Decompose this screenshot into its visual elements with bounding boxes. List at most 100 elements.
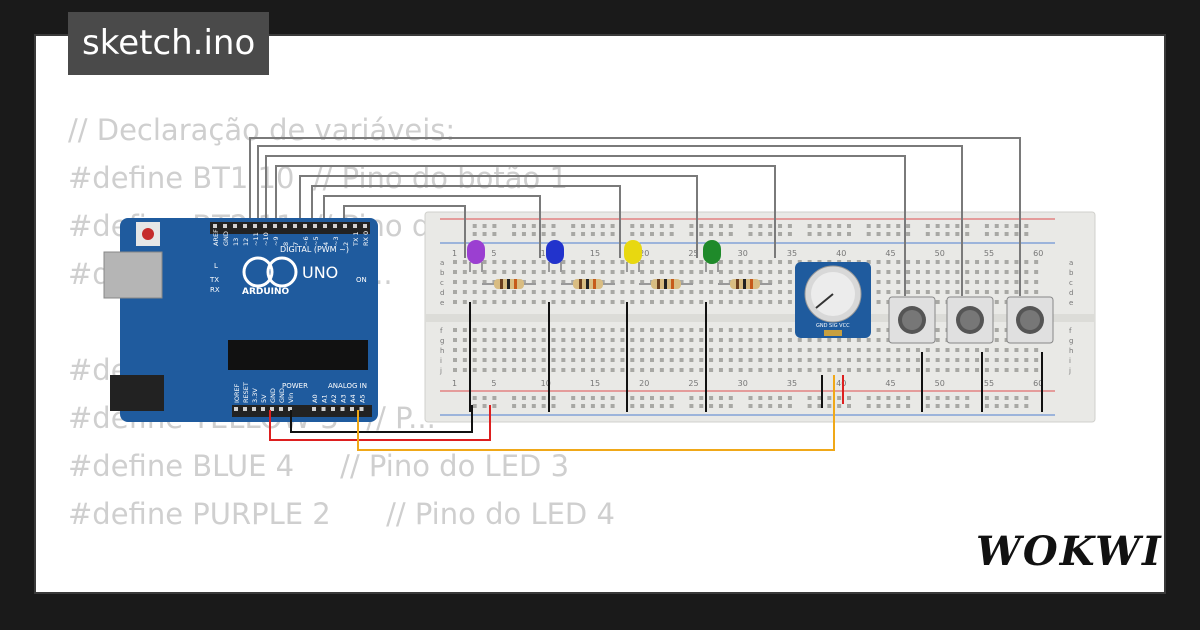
column-number: 1 [452,249,457,258]
pin-socket[interactable] [363,224,367,228]
breadboard-hole [738,260,743,264]
pin-socket[interactable] [321,407,326,411]
pin-socket[interactable] [323,224,327,228]
resistor-4[interactable] [718,279,772,289]
breadboard-hole [571,270,576,274]
led-purple[interactable] [467,240,485,272]
pin-socket[interactable] [343,224,347,228]
pin-socket[interactable] [261,407,265,411]
potentiometer[interactable]: GND SIG VCC [795,262,871,338]
pin-socket[interactable] [243,407,247,411]
breadboard-hole [640,358,645,362]
row-letter: c [440,279,444,287]
breadboard-hole [787,348,792,352]
breadboard-hole [768,328,773,332]
breadboard-hole [679,260,684,264]
breadboard-hole [659,328,664,332]
breadboard-hole [502,270,507,274]
pin-socket[interactable] [213,224,217,228]
breadboard-hole [837,368,842,372]
pin-socket[interactable] [353,224,357,228]
pin-socket[interactable] [223,224,227,228]
signal-wires[interactable] [249,137,1021,296]
pin-socket[interactable] [340,407,345,411]
breadboard-hole [768,368,773,372]
resistor-2[interactable] [561,279,615,289]
power-wires[interactable] [269,375,844,451]
rail-hole [945,396,950,400]
resistor-3[interactable] [639,279,693,289]
rail-hole [699,396,704,400]
pin-socket[interactable] [283,224,287,228]
breadboard-hole [679,328,684,332]
pushbutton-2[interactable] [946,296,994,344]
breadboard-hole [581,270,586,274]
pin-socket[interactable] [270,407,274,411]
breadboard-hole [600,300,605,304]
pin-label: 12 [242,238,250,246]
pin-socket[interactable] [234,407,238,411]
breadboard-hole [669,260,674,264]
file-title-badge[interactable]: sketch.ino [68,12,270,75]
breadboard-hole [994,300,999,304]
resistor-1[interactable] [482,279,536,289]
rail-hole [965,224,970,228]
pin-socket[interactable] [350,407,354,411]
pushbutton-3[interactable] [1006,296,1054,344]
breadboard-hole [758,260,763,264]
wokwi-logo[interactable]: WOKWI [976,528,1163,575]
breadboard-hole [1034,358,1039,362]
breadboard-hole [620,328,625,332]
column-number: 50 [935,379,945,388]
breadboard-hole [462,358,467,362]
breadboard-hole [718,280,723,284]
breadboard-hole [1024,260,1029,264]
pin-socket[interactable] [253,224,257,228]
breadboard-hole [925,260,930,264]
pin-socket[interactable] [288,407,292,411]
pin-socket[interactable] [359,407,364,411]
pin-socket[interactable] [243,224,247,228]
breadboard-hole [640,368,645,372]
column-number: 25 [688,379,698,388]
column-number: 30 [738,249,748,258]
pin-socket[interactable] [252,407,256,411]
breadboard-hole [768,300,773,304]
rail-hole [906,396,911,400]
breadboard-hole [650,270,654,274]
breadboard-hole [1034,290,1039,294]
rail-hole [650,404,654,408]
breadboard-hole [866,338,871,342]
pin-socket[interactable] [303,224,307,228]
pin-socket[interactable] [279,407,283,411]
led-green[interactable] [703,240,721,272]
pin-socket[interactable] [313,224,317,228]
breadboard-hole [640,290,645,294]
row-letter: j [1068,367,1071,375]
breadboard-hole [521,348,526,352]
rail-hole [906,404,911,408]
column-number: 50 [935,249,945,258]
pin-socket[interactable] [293,224,297,228]
pin-socket[interactable] [263,224,267,228]
breadboard-hole [1034,260,1039,264]
rail-hole [866,396,871,400]
pushbutton-1[interactable] [888,296,936,344]
pin-socket[interactable] [233,224,237,228]
pin-socket[interactable] [333,224,337,228]
reset-button[interactable] [142,228,154,240]
pin-label: Vin [287,393,295,403]
pin-socket[interactable] [273,224,277,228]
breadboard-hole [689,348,694,352]
breadboard-hole [462,270,467,274]
led-blue[interactable] [546,240,564,272]
pin-socket[interactable] [331,407,335,411]
pin-socket[interactable] [312,407,316,411]
breadboard-hole [787,338,792,342]
breadboard-hole [866,358,871,362]
breadboard-hole [689,328,694,332]
led-yellow[interactable] [624,240,642,272]
breadboard-hole [915,348,920,352]
